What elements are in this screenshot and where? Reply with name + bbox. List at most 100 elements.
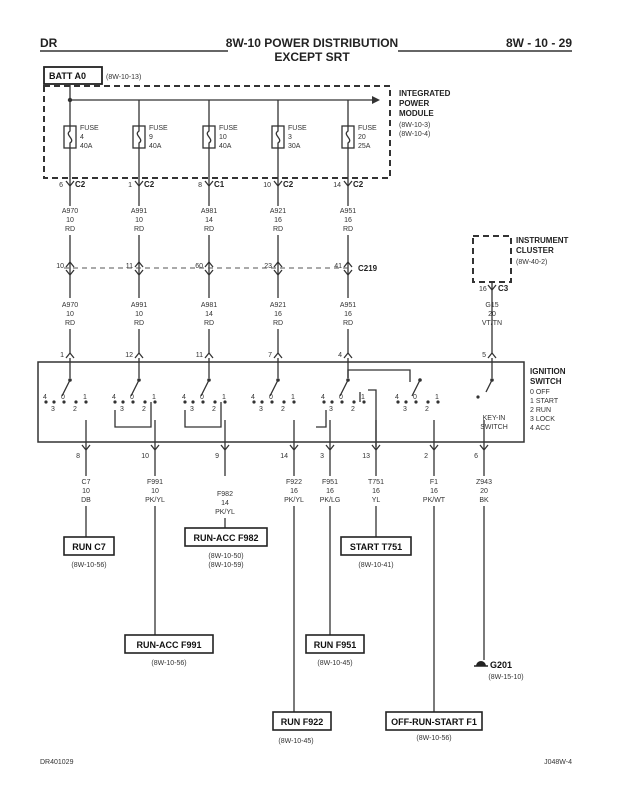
fuse-name: FUSE — [219, 125, 238, 132]
switch-top-pin-number: 5 — [482, 352, 486, 359]
switch-top-pin-number: 12 — [125, 352, 133, 359]
cluster-line1: INSTRUMENT — [516, 236, 569, 245]
wire-gauge: 10 — [151, 488, 159, 495]
switch-bottom-pin: 8 — [76, 453, 80, 460]
fuse-pin: 10 — [263, 182, 271, 189]
dest-f982-label: RUN-ACC F982 — [193, 533, 258, 543]
wire-color: RD — [65, 226, 75, 233]
c219-pin-0: 10 — [56, 260, 75, 277]
switch-position-label: 3 — [259, 406, 263, 413]
cluster-ref: (8W-40-2) — [516, 259, 547, 266]
dest-f922-label: RUN F922 — [281, 717, 324, 727]
switch-title1: IGNITION — [530, 367, 566, 376]
fuse-number: 3 — [288, 134, 292, 141]
dest-f922-ref: (8W-10-45) — [278, 738, 313, 745]
switch-pos-2: 2 RUN — [530, 407, 551, 414]
switch-position-label: 2 — [351, 406, 355, 413]
fuse-connector: C2 — [75, 180, 86, 189]
fuse-amp: 30A — [288, 143, 301, 150]
out-wire-group: 8C710DB10F99110PK/YL9F98214PK/YL14F92216… — [76, 420, 492, 712]
wire-gauge: 16 — [290, 488, 298, 495]
page-footer: DR401029 J048W-4 — [40, 759, 572, 766]
switch-top-pin-2: 11 — [196, 351, 214, 378]
batt-ref: (8W-10-13) — [106, 74, 141, 81]
fuse-name: FUSE — [358, 125, 377, 132]
switch-pos-4: 4 ACC — [530, 425, 550, 432]
wire-color: RD — [204, 320, 214, 327]
wire-color: RD — [343, 226, 353, 233]
wire-circuit: F922 — [286, 479, 302, 486]
switch-position-label: 3 — [51, 406, 55, 413]
ignition-switch: IGNITION SWITCH 0 OFF 1 START 2 RUN 3 LO… — [37, 361, 566, 443]
wire-color: PK/LG — [320, 497, 341, 504]
footer-left: DR401029 — [40, 759, 74, 766]
c219-connector: C219 — [64, 264, 378, 273]
dest-g201-label: G201 — [490, 660, 512, 670]
wire-color: PK/YL — [284, 497, 304, 504]
c219-label: C219 — [358, 264, 378, 273]
ground-icon — [476, 661, 486, 666]
switch-position-label: 4 — [251, 394, 255, 401]
dest-f991-label: RUN-ACC F991 — [136, 640, 201, 650]
c219-pin-number: 60 — [195, 263, 203, 270]
destination-group: RUN C7 (8W-10-56) RUN-ACC F982 (8W-10-50… — [63, 527, 524, 745]
c219-pin-number: 41 — [334, 263, 342, 270]
c219-pin-number: 23 — [264, 263, 272, 270]
switch-top-pin-number: 1 — [60, 352, 64, 359]
ipm-line2: POWER — [399, 99, 429, 108]
wire-circuit: A921 — [270, 208, 286, 215]
keyin-line2: SWITCH — [480, 424, 508, 431]
ipm-line3: MODULE — [399, 109, 434, 118]
fuse-connector: C2 — [353, 180, 364, 189]
wire-circuit: A970 — [62, 208, 78, 215]
switch-top-pin-3: 7 — [268, 351, 283, 378]
wire-circuit: F982 — [217, 491, 233, 498]
cluster-wire-gauge: 20 — [488, 311, 496, 318]
switch-top-pin-4: 4 — [338, 351, 353, 378]
dest-t751-ref: (8W-10-41) — [358, 562, 393, 569]
fuse-pin: 1 — [128, 182, 132, 189]
fuse-pin: 6 — [59, 182, 63, 189]
wire-circuit: A981 — [201, 302, 217, 309]
wire-color: YL — [372, 497, 381, 504]
switch-bottom-pin: 14 — [280, 453, 288, 460]
switch-title2: SWITCH — [530, 377, 562, 386]
switch-top-pin-number: 4 — [338, 352, 342, 359]
switch-position-label: 1 — [291, 394, 295, 401]
fuse-pin: 8 — [198, 182, 202, 189]
integrated-power-module: INTEGRATED POWER MODULE (8W-10-3) (8W-10… — [43, 84, 451, 179]
wire-circuit: F951 — [322, 479, 338, 486]
dest-g201: G201 (8W-15-10) — [474, 660, 524, 681]
fuse-name: FUSE — [80, 125, 99, 132]
switch-bottom-pin: 13 — [362, 453, 370, 460]
switch-position-label: 4 — [182, 394, 186, 401]
cluster-pin: 16 — [479, 286, 487, 293]
batt-label: BATT A0 — [49, 71, 86, 81]
c219-pins: 10 11 60 23 41 — [56, 260, 353, 277]
c219-pin-number: 11 — [126, 263, 133, 270]
switch-position-label: 4 — [43, 394, 47, 401]
wire-circuit: F1 — [430, 479, 438, 486]
wire-gauge: 16 — [274, 217, 282, 224]
switch-top-pin-number: 7 — [268, 352, 272, 359]
wire-gauge: 16 — [430, 488, 438, 495]
wire-gauge: 16 — [274, 311, 282, 318]
switch-position-label: 0 — [269, 394, 273, 401]
